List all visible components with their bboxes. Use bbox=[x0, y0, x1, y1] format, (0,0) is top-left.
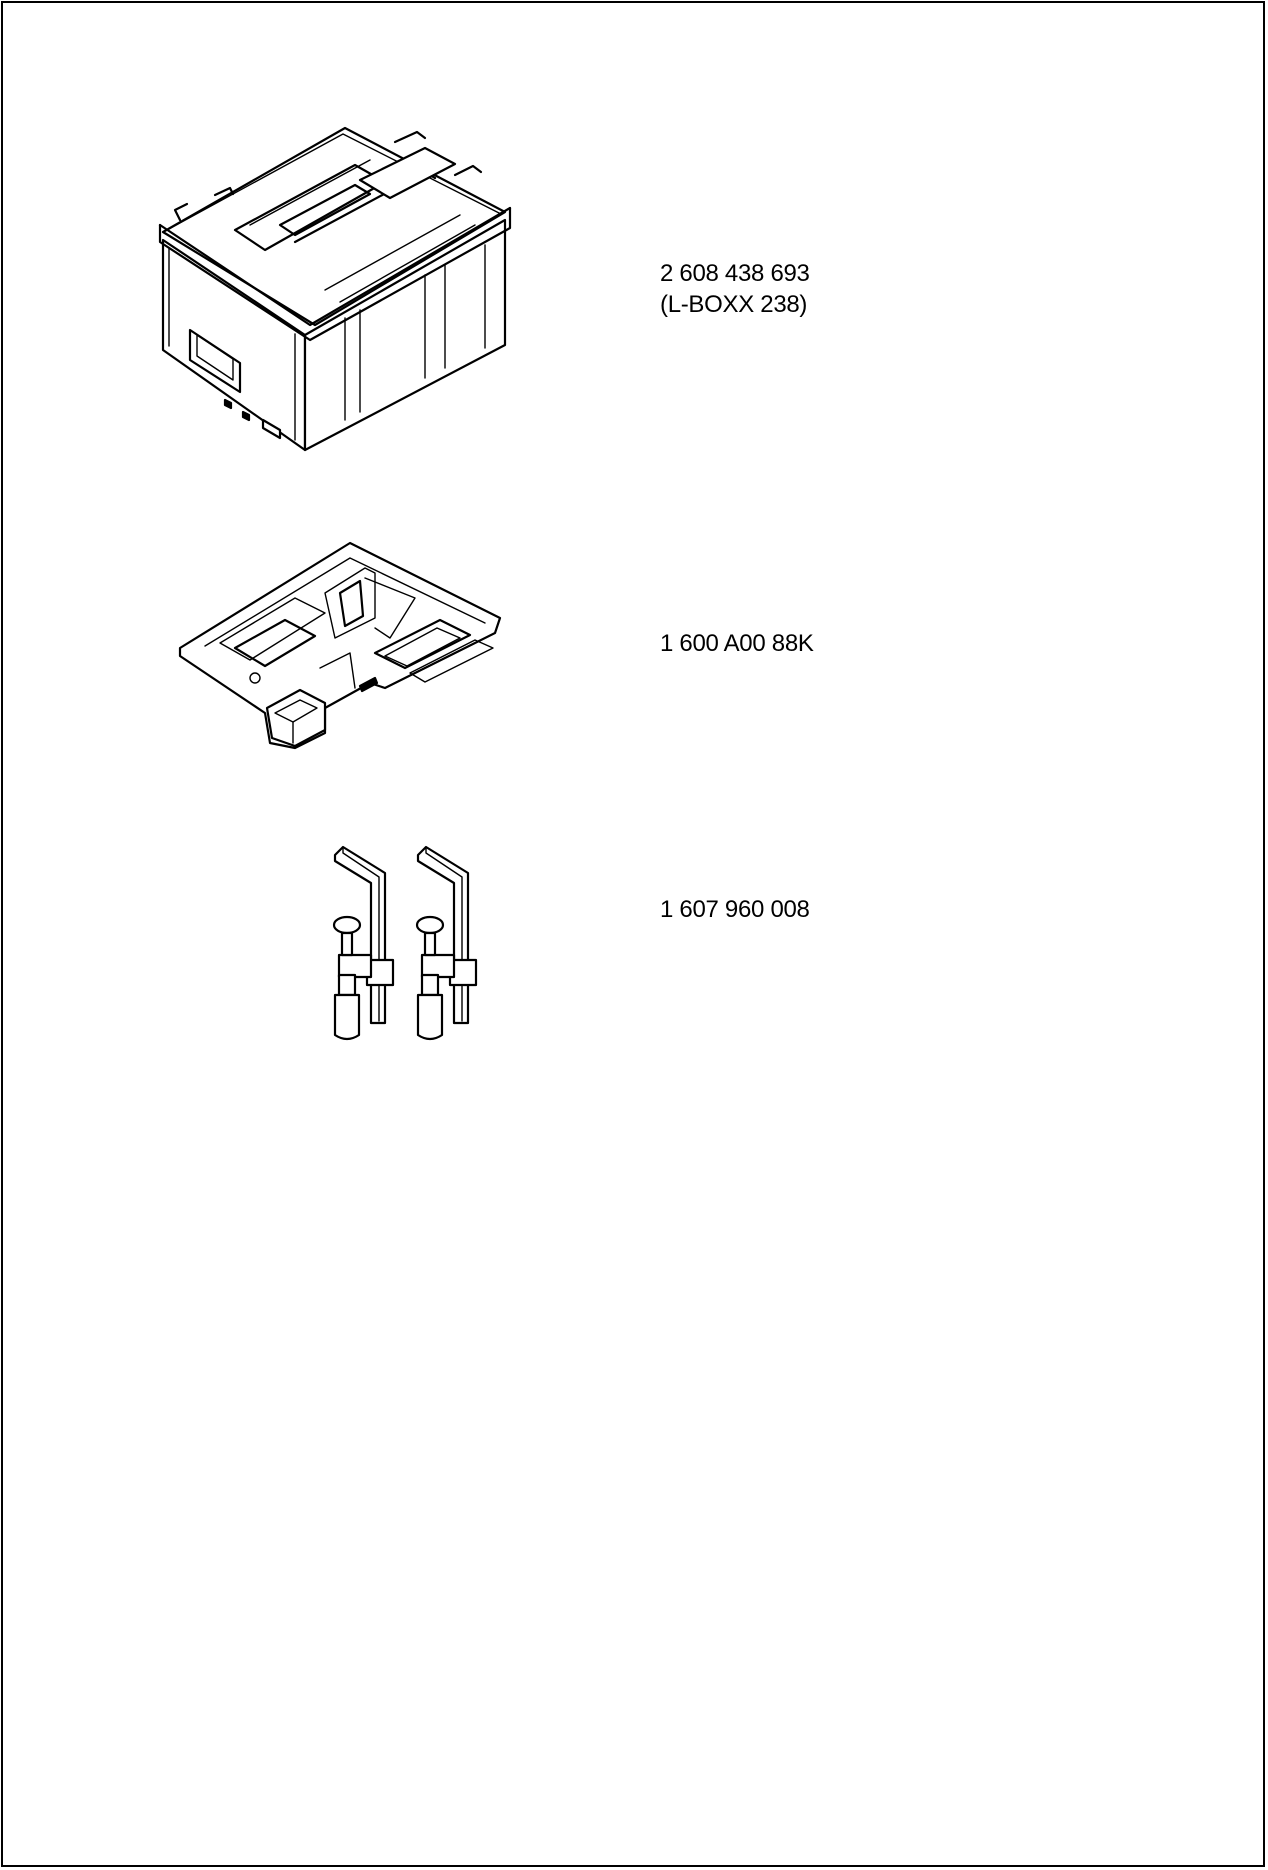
l-boxx-case-illustration bbox=[155, 120, 517, 455]
part-number: 1 607 960 008 bbox=[660, 896, 810, 923]
screw-clamps-illustration bbox=[325, 845, 490, 1045]
part-label-l-boxx: 2 608 438 693 (L-BOXX 238) bbox=[660, 258, 810, 320]
case-insert-tray-illustration bbox=[175, 538, 505, 753]
part-description: (L-BOXX 238) bbox=[660, 291, 808, 318]
part-number: 1 600 A00 88K bbox=[660, 630, 814, 657]
clamp-left bbox=[332, 845, 395, 1041]
part-label-clamps: 1 607 960 008 bbox=[660, 894, 810, 925]
part-number: 2 608 438 693 bbox=[660, 260, 810, 287]
part-label-insert: 1 600 A00 88K bbox=[660, 628, 814, 659]
clamp-right bbox=[415, 845, 478, 1041]
